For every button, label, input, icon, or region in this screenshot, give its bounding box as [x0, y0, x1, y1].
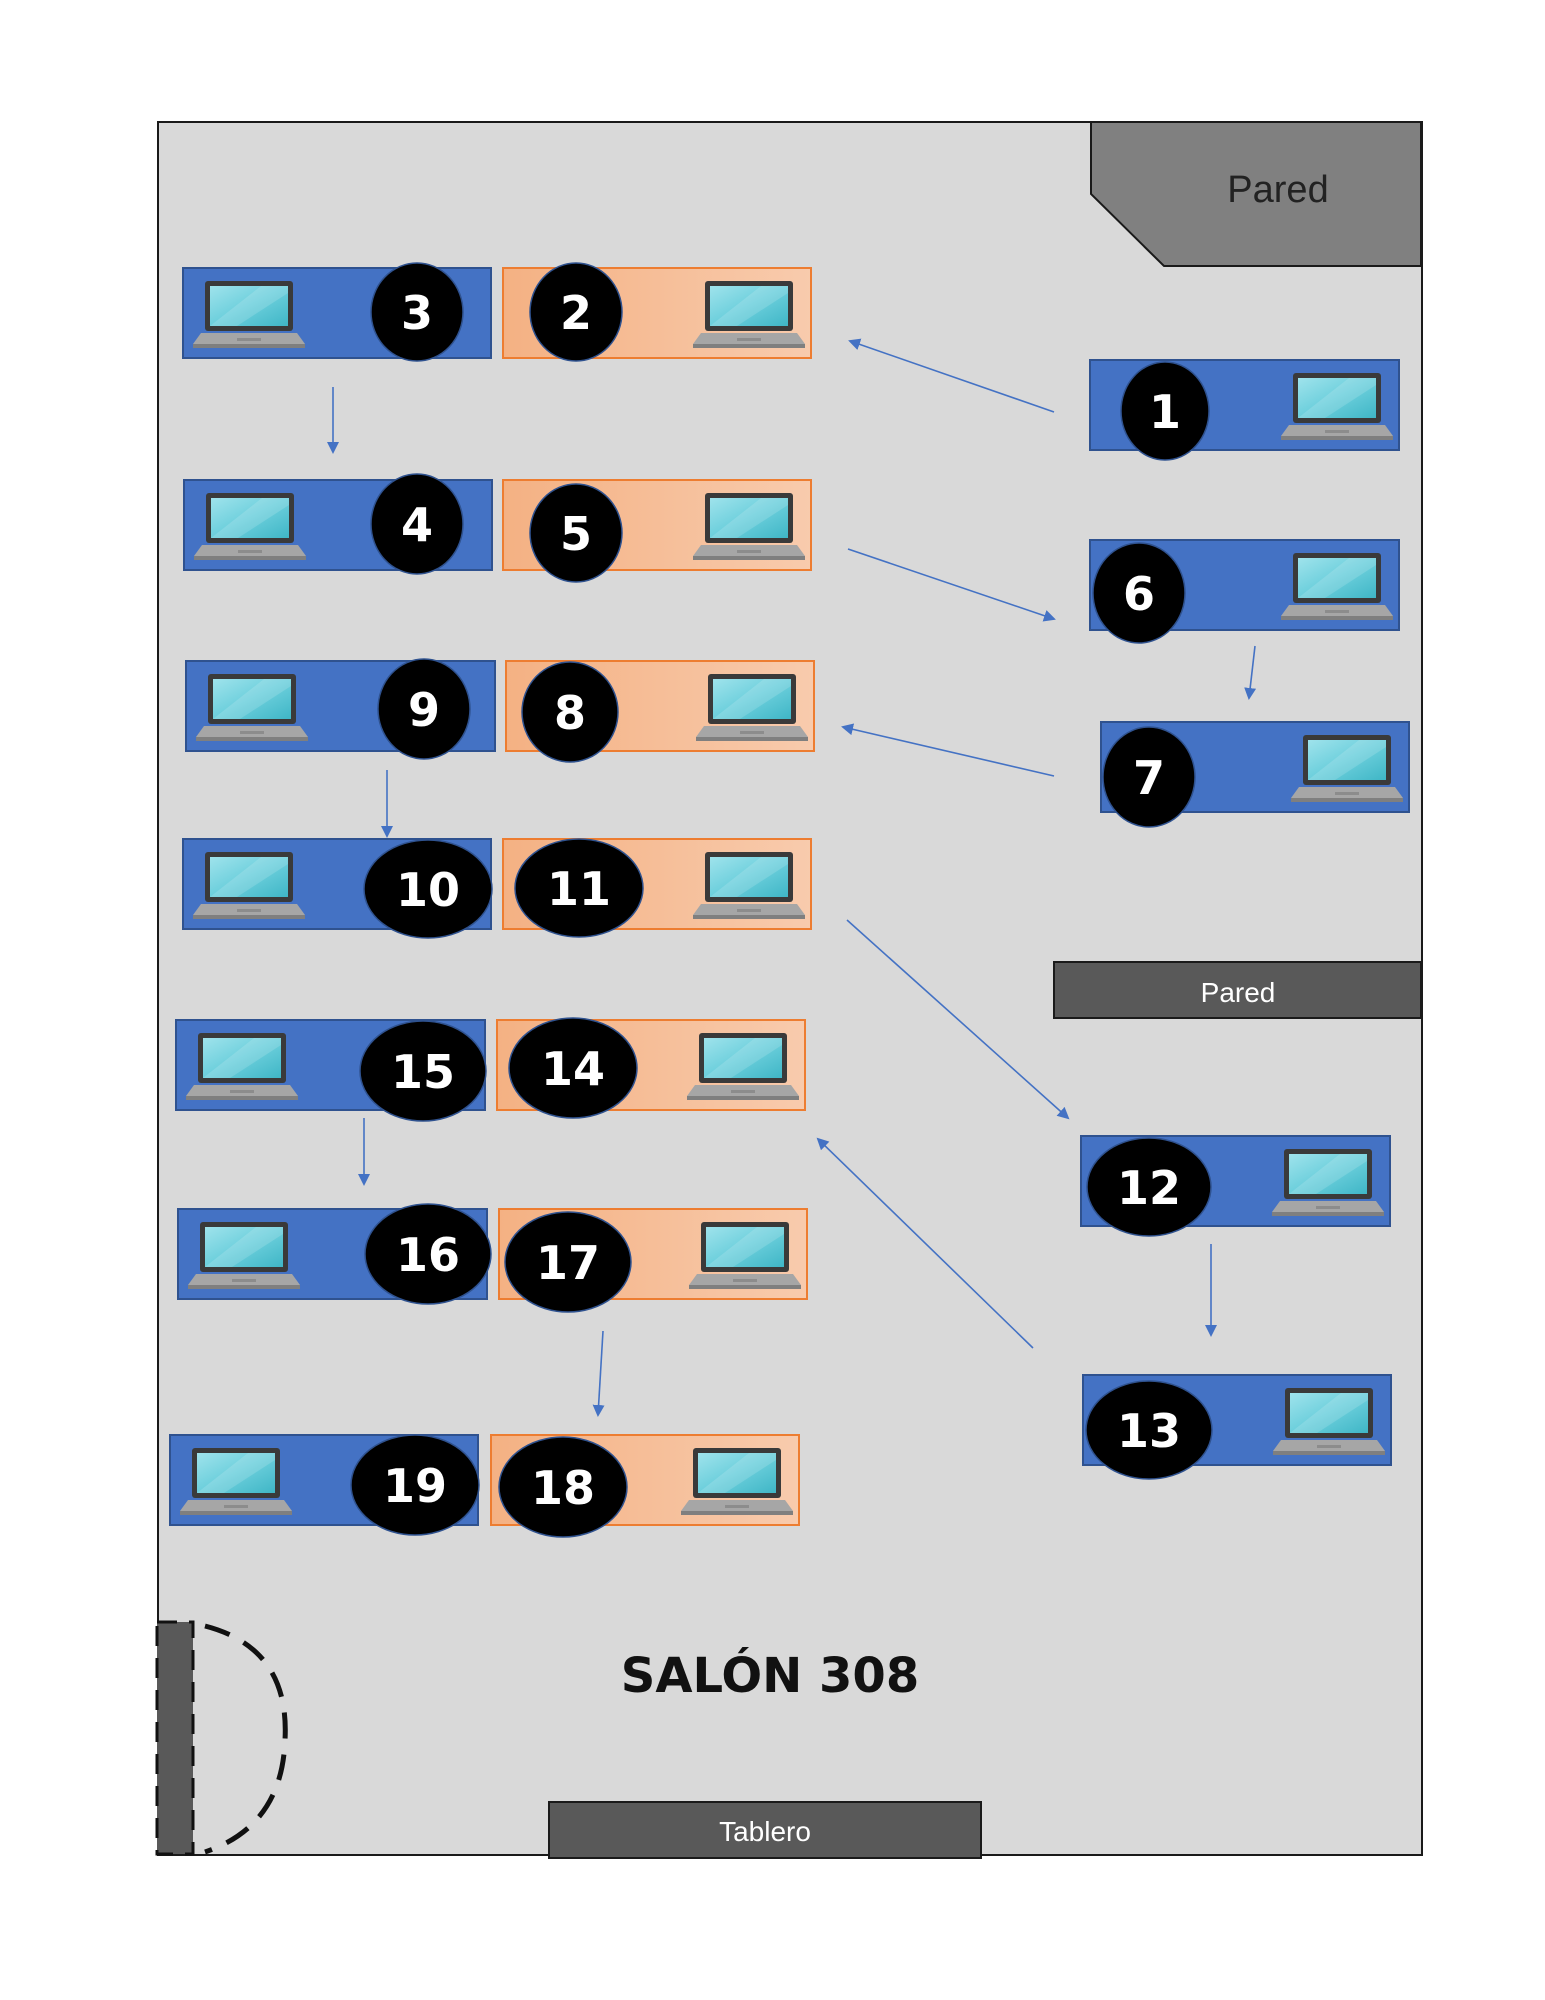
station-number: 1	[1149, 385, 1181, 439]
arrow-7-to-8	[841, 723, 1055, 777]
laptop-icon	[193, 852, 305, 919]
wall-top-right	[1090, 121, 1422, 267]
station-number: 9	[408, 683, 440, 737]
station-number-badge	[1102, 726, 1196, 828]
flow-arrows	[327, 338, 1257, 1417]
station-number: 8	[554, 686, 586, 740]
station-19: 19	[169, 1434, 480, 1536]
station-number-badge	[350, 1434, 480, 1536]
station-number: 18	[531, 1461, 595, 1515]
arrow-13-to-14	[816, 1137, 1034, 1349]
station-9: 9	[185, 658, 496, 760]
station-number: 3	[401, 286, 433, 340]
station-number: 5	[560, 507, 592, 561]
station-number: 6	[1123, 567, 1155, 621]
wall-top-label: Pared	[1227, 169, 1328, 211]
station-number: 4	[401, 498, 433, 552]
station-15: 15	[175, 1019, 487, 1122]
laptop-icon	[687, 1033, 799, 1100]
wall-middle	[1053, 961, 1422, 1019]
laptop-icon	[1281, 553, 1393, 620]
station-number: 14	[541, 1042, 605, 1096]
station-16: 16	[177, 1203, 492, 1305]
station-4: 4	[183, 473, 493, 575]
station-number: 13	[1117, 1404, 1181, 1458]
station-number-badge	[498, 1436, 628, 1538]
station-number-badge	[359, 1020, 487, 1122]
station-number-badge	[363, 839, 493, 939]
station-number: 7	[1133, 751, 1165, 805]
laptop-icon	[186, 1033, 298, 1100]
laptop-icon	[194, 493, 306, 560]
laptop-icon	[696, 674, 808, 741]
station-number-badge	[1086, 1137, 1212, 1237]
station-17: 17	[498, 1208, 808, 1313]
station-18: 18	[490, 1434, 800, 1538]
board	[548, 1801, 982, 1859]
station-number-badge	[377, 658, 471, 760]
laptop-icon	[1291, 735, 1403, 802]
laptop-icon	[693, 281, 805, 348]
arrow-5-to-6	[847, 548, 1056, 622]
station-number-badge	[1085, 1380, 1213, 1480]
station-number-badge	[1092, 542, 1186, 644]
laptop-icon	[196, 674, 308, 741]
laptop-icon	[1272, 1149, 1384, 1216]
station-number-badge	[370, 262, 464, 362]
laptop-icon	[689, 1222, 801, 1289]
laptop-icon	[693, 852, 805, 919]
station-6: 6	[1089, 539, 1400, 644]
arrow-17-to-18	[592, 1330, 605, 1417]
station-number-badge	[1120, 361, 1210, 461]
station-number-badge	[514, 838, 644, 938]
station-number: 19	[383, 1459, 447, 1513]
station-5: 5	[502, 479, 812, 583]
station-10: 10	[182, 838, 493, 939]
station-number: 2	[560, 286, 592, 340]
station-number: 11	[547, 862, 611, 916]
station-number-badge	[504, 1211, 632, 1313]
station-12: 12	[1080, 1135, 1391, 1237]
station-number-badge	[521, 661, 619, 763]
station-8: 8	[505, 660, 815, 763]
station-14: 14	[496, 1017, 806, 1119]
station-7: 7	[1100, 721, 1410, 828]
laptop-icon	[681, 1448, 793, 1515]
laptop-icon	[180, 1448, 292, 1515]
laptop-icon	[188, 1222, 300, 1289]
station-13: 13	[1082, 1374, 1392, 1480]
station-number-badge	[529, 262, 623, 362]
wall-middle-label: Pared	[1201, 977, 1276, 1008]
station-number-badge	[508, 1017, 638, 1119]
station-number: 15	[391, 1045, 455, 1099]
laptop-icon	[1281, 373, 1393, 440]
arrow-1-to-2	[848, 338, 1055, 413]
laptop-icon	[193, 281, 305, 348]
station-1: 1	[1089, 359, 1400, 461]
station-3: 3	[182, 262, 492, 362]
station-2: 2	[502, 262, 812, 362]
board-label: Tablero	[719, 1816, 811, 1847]
laptop-icon	[1273, 1388, 1385, 1455]
arrow-6-to-7	[1244, 645, 1257, 700]
station-number: 12	[1117, 1161, 1181, 1215]
door-icon	[155, 1620, 288, 1856]
station-number-badge	[364, 1203, 492, 1305]
station-number: 10	[396, 863, 460, 917]
station-number: 16	[396, 1228, 460, 1282]
station-number-badge	[529, 483, 623, 583]
station-11: 11	[502, 838, 812, 938]
station-number-badge	[370, 473, 464, 575]
arrow-11-to-12	[846, 919, 1070, 1120]
station-number: 17	[536, 1236, 600, 1290]
laptop-icon	[693, 493, 805, 560]
room-title: SALÓN 308	[621, 1647, 919, 1704]
